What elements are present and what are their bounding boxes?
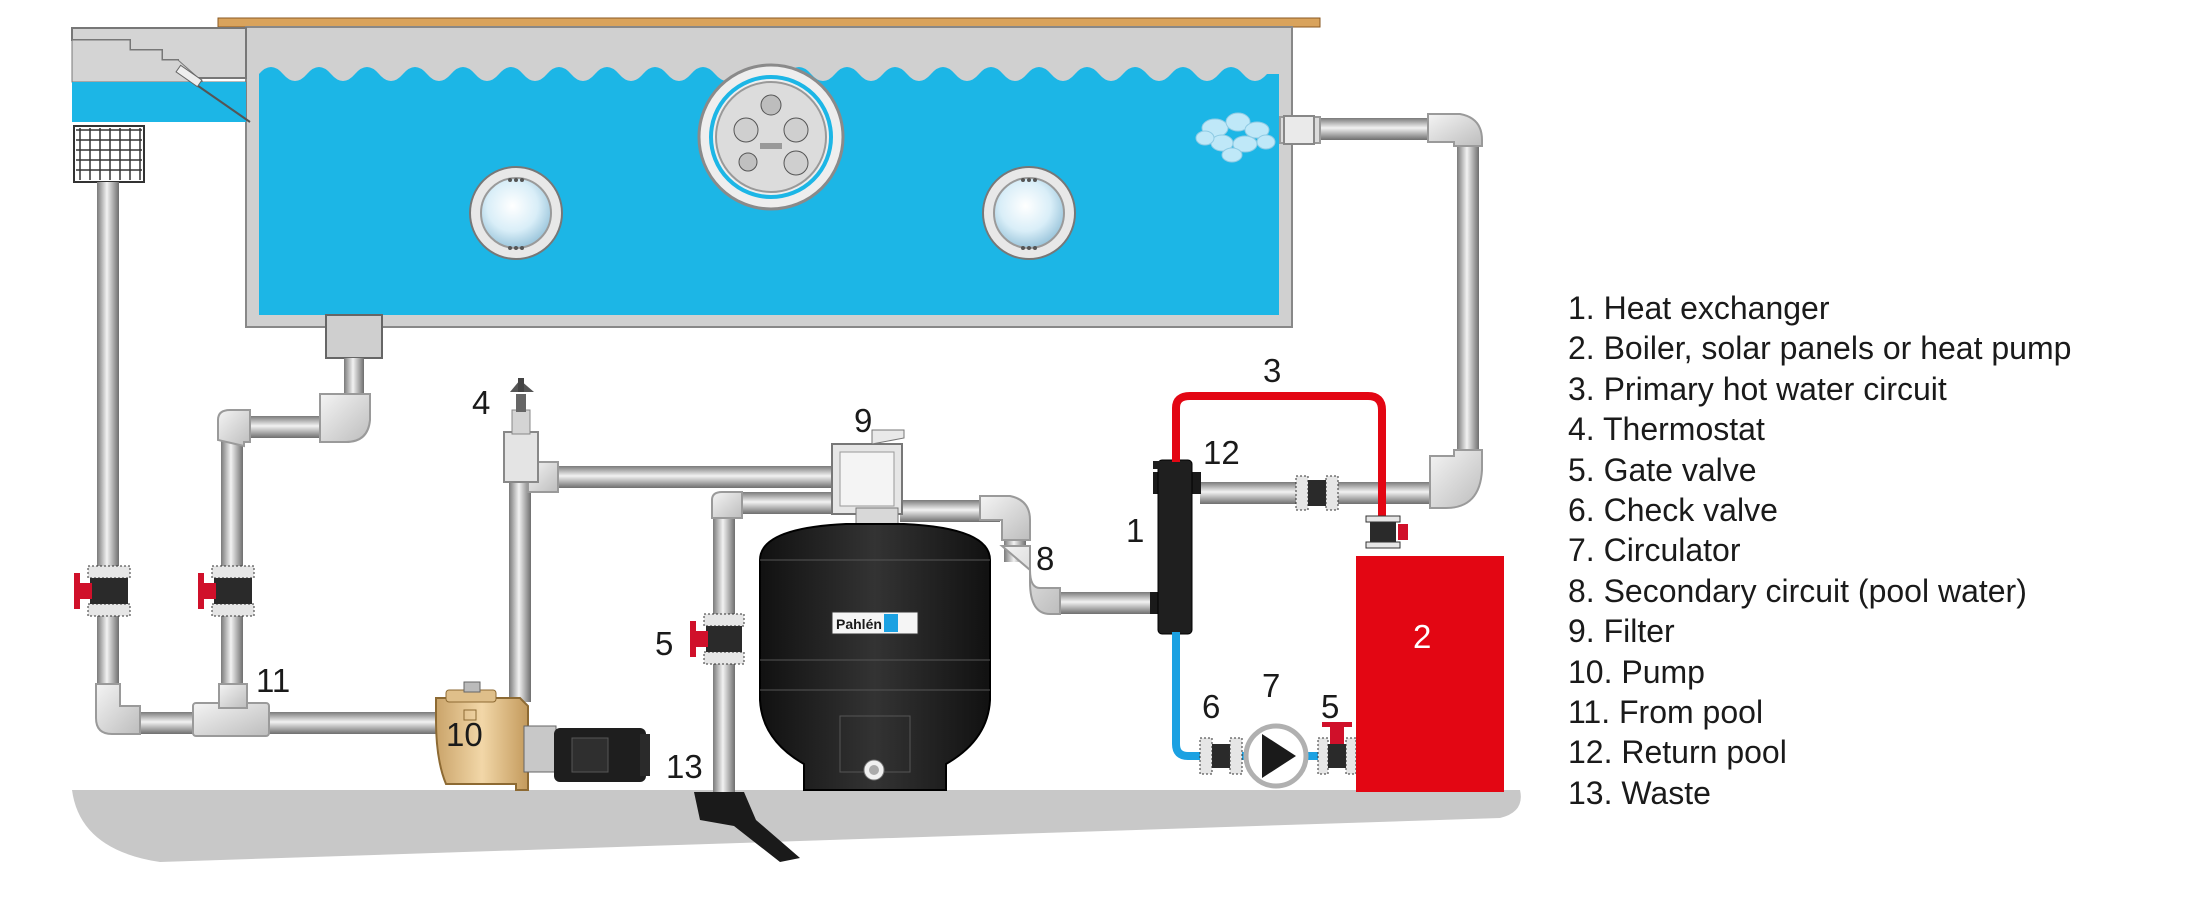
gate-valve-icon: [198, 565, 255, 617]
pipe-fittings: [95, 113, 1483, 737]
legend-item: 5. Gate valve: [1568, 451, 1757, 488]
legend-item: 9. Filter: [1568, 613, 1675, 650]
primary-hot-water-pipe: [1172, 392, 1386, 530]
callout-12: 12: [1203, 434, 1240, 471]
return-bubbles: [1195, 112, 1276, 163]
skimmer-icon: [71, 27, 251, 183]
legend-list: 1. Heat exchanger 2. Boiler, solar panel…: [1568, 288, 2071, 813]
legend-item: 8. Secondary circuit (pool water): [1568, 572, 2027, 609]
check-valve-icon: [1199, 737, 1243, 775]
legend-item: 11. From pool: [1568, 693, 1764, 730]
callout-1: 1: [1126, 512, 1144, 549]
gate-valve-icon: [1365, 515, 1408, 549]
filter-icon: Pahlén: [759, 429, 991, 791]
boiler-block: [1356, 556, 1504, 792]
pipework: [97, 118, 1479, 792]
callout-4: 4: [472, 384, 490, 421]
pool-deck: [217, 17, 1321, 28]
legend-item: 4. Thermostat: [1568, 411, 1765, 448]
legend-item: 13. Waste: [1568, 774, 1711, 811]
gate-valve-icon: [1317, 722, 1357, 775]
legend-item: 10. Pump: [1568, 653, 1705, 690]
main-drain: [325, 314, 383, 359]
callout-8: 8: [1036, 540, 1054, 577]
union-fitting: [1295, 475, 1339, 511]
circulator-icon: [1243, 723, 1309, 789]
legend-item: 2. Boiler, solar panels or heat pump: [1568, 330, 2072, 367]
gate-valve-icon: [74, 565, 131, 617]
ground: [72, 790, 1521, 862]
legend-item: 3. Primary hot water circuit: [1568, 370, 1947, 407]
legend-item: 6. Check valve: [1568, 491, 1778, 528]
callout-2: 2: [1413, 618, 1431, 655]
callout-3: 3: [1263, 352, 1281, 389]
callout-10: 10: [446, 716, 483, 753]
callout-13: 13: [666, 748, 703, 785]
legend-item: 12. Return pool: [1568, 734, 1787, 771]
callout-6: 6: [1202, 688, 1220, 725]
legend-item: 1. Heat exchanger: [1568, 290, 1830, 326]
callout-9: 9: [854, 402, 872, 439]
secondary-return-pipe: [1172, 632, 1360, 760]
callout-5b: 5: [1321, 688, 1339, 725]
thermostat-icon: [503, 378, 539, 483]
pool-light-icon: [982, 166, 1076, 260]
callout-5a: 5: [655, 625, 673, 662]
jet-unit: [697, 63, 845, 211]
pool-light-icon: [469, 166, 563, 260]
filter-brand-label: Pahlén: [836, 616, 882, 632]
heat-exchanger-icon: [1150, 459, 1201, 635]
pump-icon: [435, 681, 650, 791]
waste-outlet: [694, 792, 800, 862]
callout-11: 11: [256, 662, 290, 699]
return-inlet: [1283, 115, 1315, 145]
callout-7: 7: [1262, 667, 1280, 704]
gate-valve-icon: [690, 613, 745, 665]
pool-heating-diagram: Pahlén: [71, 17, 1521, 862]
legend-item: 7. Circulator: [1568, 532, 1741, 569]
